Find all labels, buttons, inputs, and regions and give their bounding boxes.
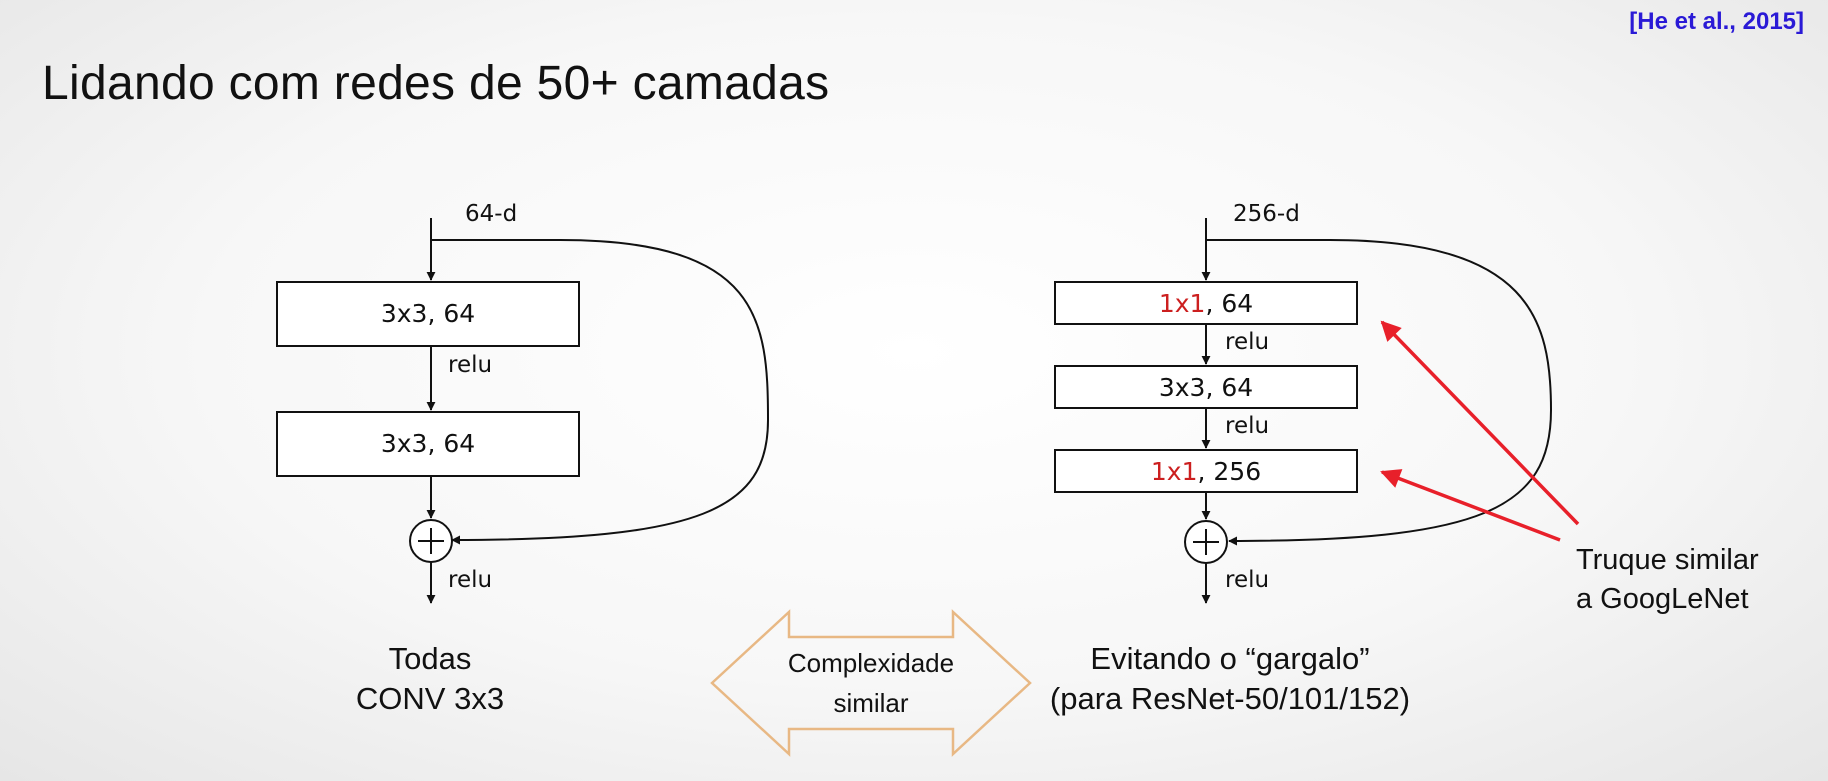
googlenet-note-line1: Truque similar bbox=[1576, 544, 1759, 576]
left-shortcut-path bbox=[431, 239, 770, 545]
right-conv3-filters: , 256 bbox=[1197, 457, 1261, 486]
left-caption-line1: Todas bbox=[388, 641, 472, 676]
right-conv3-box bbox=[1054, 449, 1358, 493]
googlenet-note: Truque similar a GoogLeNet bbox=[1576, 541, 1759, 619]
annotation-arrow-to-conv3 bbox=[1380, 469, 1561, 542]
right-conv1-kernel: 1x1 bbox=[1159, 289, 1206, 318]
right-relu2-label: relu bbox=[1225, 413, 1269, 439]
annotation-arrow-to-conv1 bbox=[1380, 320, 1580, 526]
left-conv1-box bbox=[276, 281, 580, 347]
right-conv2-label: 3x3, 64 bbox=[1159, 373, 1253, 402]
right-bottleneck-block: 256-d 1x1, 64 relu 3x3, 64 relu 1x1, 256… bbox=[1054, 201, 1553, 604]
left-conv1-label: 3x3, 64 bbox=[381, 299, 475, 328]
left-caption-line2: CONV 3x3 bbox=[355, 681, 505, 716]
circled-plus-icon bbox=[409, 519, 453, 563]
slide-title: Lidando com redes de 50+ camadas bbox=[42, 57, 830, 110]
left-relu-out-label: relu bbox=[448, 567, 492, 593]
circled-plus-icon bbox=[1184, 520, 1228, 564]
citation: [He et al., 2015] bbox=[1629, 8, 1804, 35]
left-caption: Todas CONV 3x3 bbox=[330, 639, 530, 719]
comparison-line1: Complexidade bbox=[787, 648, 955, 678]
right-conv2-box bbox=[1054, 365, 1358, 409]
double-arrow-shape bbox=[710, 609, 1032, 757]
right-caption-line1: Evitando o “gargalo” bbox=[1090, 641, 1370, 676]
right-shortcut-path bbox=[1206, 239, 1553, 546]
comparison-label: Complexidade similar bbox=[751, 643, 991, 723]
left-relu1-label: relu bbox=[448, 352, 492, 378]
left-residual-block: 64-d 3x3, 64 relu 3x3, 64 relu bbox=[276, 201, 770, 604]
right-input-label: 256-d bbox=[1233, 201, 1300, 227]
right-conv1-box bbox=[1054, 281, 1358, 325]
left-conv2-box bbox=[276, 411, 580, 477]
comparison-line2: similar bbox=[833, 688, 909, 718]
left-conv2-label: 3x3, 64 bbox=[381, 429, 475, 458]
left-input-label: 64-d bbox=[465, 201, 517, 227]
right-conv1-filters: , 64 bbox=[1205, 289, 1253, 318]
right-caption: Evitando o “gargalo” (para ResNet-50/101… bbox=[1020, 639, 1440, 719]
right-relu1-label: relu bbox=[1225, 329, 1269, 355]
right-conv3-kernel: 1x1 bbox=[1151, 457, 1198, 486]
right-caption-line2: (para ResNet-50/101/152) bbox=[1049, 681, 1411, 716]
right-conv1-label: 1x1, 64 bbox=[1159, 289, 1253, 318]
right-conv3-label: 1x1, 256 bbox=[1151, 457, 1261, 486]
annotation-arrows bbox=[1380, 320, 1580, 542]
googlenet-note-line2: a GoogLeNet bbox=[1576, 583, 1749, 615]
right-relu-out-label: relu bbox=[1225, 567, 1269, 593]
